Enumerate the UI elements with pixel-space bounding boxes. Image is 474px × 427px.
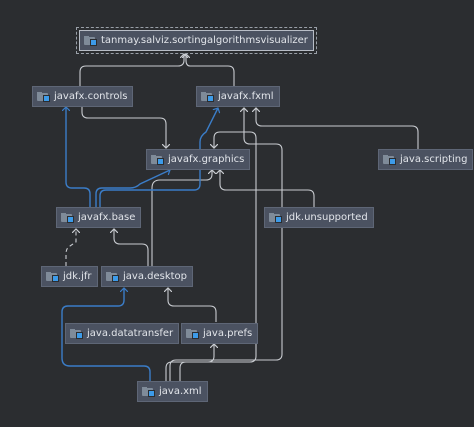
- edge-xml-desktop: [61, 288, 151, 382]
- edge-base-controls: [66, 107, 91, 207]
- module-node-java-xml[interactable]: java.xml: [137, 381, 208, 402]
- module-label: jdk.unsupported: [286, 212, 368, 223]
- edge-xml-fxml: [169, 108, 283, 382]
- edge-fxml-root: [186, 54, 235, 86]
- module-label: javafx.controls: [54, 91, 128, 102]
- module-node-javafx-fxml[interactable]: javafx.fxml: [196, 86, 280, 107]
- module-folder-icon: [84, 35, 97, 46]
- edge-base-graphics: [95, 170, 170, 207]
- module-folder-icon: [269, 212, 282, 223]
- module-folder-icon: [70, 328, 83, 339]
- module-node-java-datatransfer[interactable]: java.datatransfer: [65, 323, 180, 344]
- edge-controls-root: [79, 54, 184, 86]
- module-label: java.xml: [159, 386, 202, 397]
- module-label: java.prefs: [203, 328, 253, 339]
- edge-base-fxml: [99, 108, 218, 207]
- module-label: jdk.jfr: [63, 271, 92, 282]
- module-label: tanmay.salviz.sortingalgorithmsvisualize…: [101, 35, 308, 46]
- module-label: javafx.base: [78, 212, 136, 223]
- module-folder-icon: [142, 386, 155, 397]
- edge-scripting-fxml: [256, 108, 419, 149]
- module-folder-icon: [383, 154, 396, 165]
- module-node-javafx-base[interactable]: javafx.base: [56, 207, 142, 228]
- module-node-java-desktop[interactable]: java.desktop: [101, 266, 194, 287]
- module-folder-icon: [151, 154, 164, 165]
- module-node-root[interactable]: tanmay.salviz.sortingalgorithmsvisualize…: [76, 27, 317, 54]
- edge-xml-graphics: [165, 131, 257, 382]
- edge-desktop-base: [114, 229, 149, 266]
- module-folder-icon: [37, 91, 50, 102]
- module-label: java.desktop: [123, 271, 188, 282]
- edge-xml-prefs: [179, 344, 214, 382]
- edge-controls-graphics: [81, 107, 166, 148]
- module-folder-icon: [106, 271, 119, 282]
- module-node-javafx-controls[interactable]: javafx.controls: [32, 86, 134, 107]
- module-node-java-scripting[interactable]: java.scripting: [378, 149, 474, 170]
- edge-prefs-desktop: [168, 288, 217, 322]
- module-node-jdk-unsupported[interactable]: jdk.unsupported: [264, 207, 374, 228]
- module-folder-icon: [186, 328, 199, 339]
- module-folder-icon: [61, 212, 74, 223]
- module-label: javafx.graphics: [168, 154, 245, 165]
- edge-desktop-graphics: [151, 170, 212, 266]
- module-node-jdk-jfr[interactable]: jdk.jfr: [41, 266, 98, 287]
- module-folder-icon: [201, 91, 214, 102]
- module-label: java.scripting: [400, 154, 468, 165]
- edge-unsupported-graphics: [220, 170, 315, 207]
- module-label: javafx.fxml: [218, 91, 274, 102]
- edge-jfr-base: [65, 229, 76, 266]
- module-node-javafx-graphics[interactable]: javafx.graphics: [146, 149, 251, 170]
- module-node-java-prefs[interactable]: java.prefs: [181, 323, 259, 344]
- module-folder-icon: [46, 271, 59, 282]
- module-label: java.datatransfer: [87, 328, 174, 339]
